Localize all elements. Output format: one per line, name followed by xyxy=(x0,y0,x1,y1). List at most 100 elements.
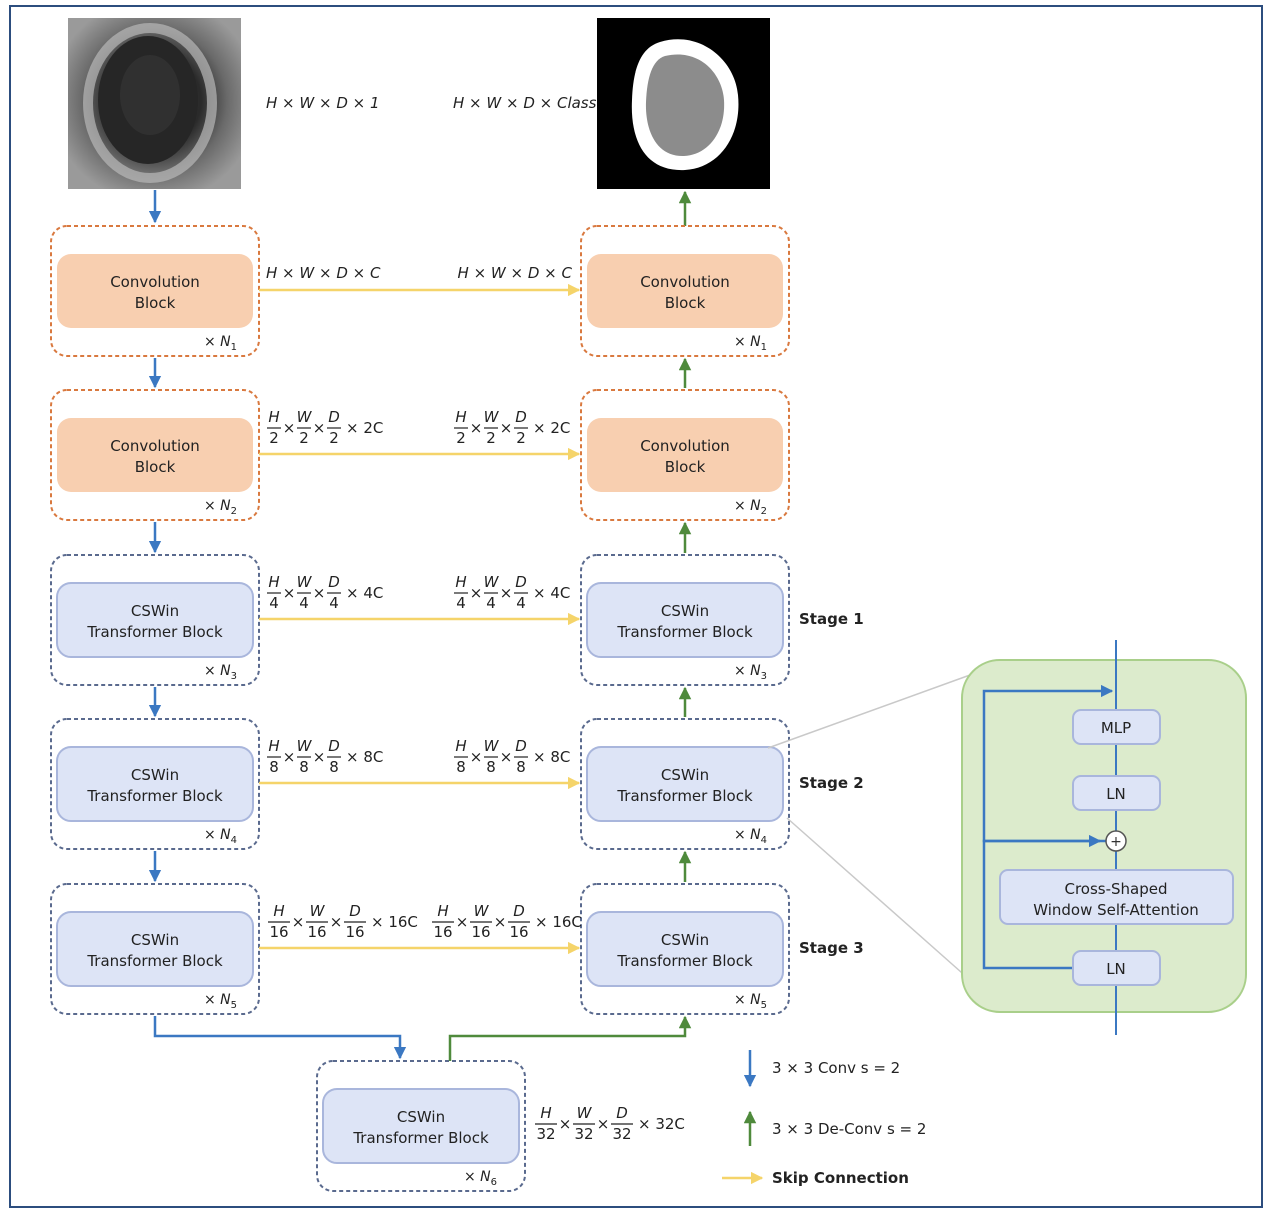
skip-dim-right-4: H8×W8×D8× 8C xyxy=(454,737,570,776)
encoder-repeat-5: × N5 xyxy=(204,992,237,1011)
decoder-inner-box-1 xyxy=(587,254,783,328)
decoder-inner-box-5 xyxy=(586,911,784,987)
mlp-label: MLP xyxy=(1101,719,1131,737)
decoder-title-line2-4: Transformer Block xyxy=(616,787,753,805)
stage-label-5: Stage 3 xyxy=(799,939,864,957)
skip-dim-right-2-num-1: W xyxy=(484,408,500,426)
encoder-inner-box-4 xyxy=(56,746,254,822)
skip-dim-left-4-den-1: 8 xyxy=(299,758,309,776)
skip-dim-left-2-num-2: D xyxy=(328,408,340,426)
bottleneck-dim-den-1: 32 xyxy=(574,1125,593,1143)
skip-dim-right-4-times-1: × xyxy=(500,748,513,766)
skip-dim-right-5-num-2: D xyxy=(513,902,525,920)
skip-dim-right-3-times-0: × xyxy=(470,584,483,602)
ln-bottom-label: LN xyxy=(1106,960,1126,978)
skip-dim-left-5-num-2: D xyxy=(349,902,361,920)
mlp-box xyxy=(1072,709,1161,745)
skip-dim-right-4-num-2: D xyxy=(515,737,527,755)
decoder-title-line1-5: CSWin xyxy=(661,931,709,949)
bottleneck-inner-box xyxy=(322,1088,520,1164)
skip-dim-right-3-num-2: D xyxy=(515,573,527,591)
attention-box xyxy=(999,869,1234,925)
skip-dim-right-2: H2×W2×D2× 2C xyxy=(454,408,570,447)
skip-dim-left-4-num-2: D xyxy=(328,737,340,755)
ln-top-box xyxy=(1072,775,1161,811)
skip-dim-left-4-times-1: × xyxy=(313,748,326,766)
bottleneck-title-line1: CSWin xyxy=(397,1108,445,1126)
bottleneck-title-line2: Transformer Block xyxy=(352,1129,489,1147)
skip-dim-right-3-times-1: × xyxy=(500,584,513,602)
bottleneck-to-decoder-arrow xyxy=(448,1015,692,1061)
skip-dim-left-4-den-0: 8 xyxy=(269,758,279,776)
decoder-inner-box-4 xyxy=(586,746,784,822)
skip-dim-left-5-num-1: W xyxy=(310,902,326,920)
decoder-repeat-2: × N2 xyxy=(734,498,767,517)
skip-dim-left-3-num-2: D xyxy=(328,573,340,591)
skip-dim-right-2-den-0: 2 xyxy=(456,429,466,447)
ln-top-label: LN xyxy=(1106,785,1126,803)
zoom-line-top xyxy=(767,674,971,749)
decoder-title-line1-1: Convolution xyxy=(640,273,730,291)
skip-dim-left-5-den-1: 16 xyxy=(307,923,326,941)
skip-dim-left-1: H × W × D × C xyxy=(266,264,381,282)
output-mask xyxy=(597,18,770,189)
skip-dim-right-5-times-1: × xyxy=(494,913,507,931)
skip-dim-left-2: H2×W2×D2× 2C xyxy=(267,408,383,447)
encoder-title-line2-2: Block xyxy=(135,458,176,476)
skip-dim-left-5-den-2: 16 xyxy=(345,923,364,941)
decoder-title-line1-2: Convolution xyxy=(640,437,730,455)
skip-dim-left-4-times-0: × xyxy=(283,748,296,766)
encoder-repeat-2: × N2 xyxy=(204,498,237,517)
encoder-title-line1-3: CSWin xyxy=(131,602,179,620)
skip-dim-left-4-den-2: 8 xyxy=(329,758,339,776)
bottleneck-dim-num-2: D xyxy=(616,1104,628,1122)
bottleneck-dim-den-0: 32 xyxy=(536,1125,555,1143)
skip-dim-right-3-tail: × 4C xyxy=(533,584,570,602)
skip-dim-right-5-num-0: H xyxy=(437,902,448,920)
skip-dim-left-5-times-1: × xyxy=(330,913,343,931)
skip-dim-left-3-times-0: × xyxy=(283,584,296,602)
encoder-title-line1-2: Convolution xyxy=(110,437,200,455)
zoom-line-bottom xyxy=(786,817,971,981)
add-node xyxy=(1105,830,1127,852)
skip-dim-left-2-den-1: 2 xyxy=(299,429,309,447)
input-image xyxy=(68,18,241,189)
skip-dim-right-5-times-0: × xyxy=(456,913,469,931)
skip-dim-right-5-tail: × 16C xyxy=(535,913,582,931)
encoder-repeat-4: × N4 xyxy=(204,827,237,846)
skip-dim-left-4-num-0: H xyxy=(268,737,279,755)
skip-dim-left-2-num-0: H xyxy=(268,408,279,426)
attention-label-line2: Window Self-Attention xyxy=(1033,901,1199,919)
skip-dim-right-4-num-0: H xyxy=(455,737,466,755)
bottleneck-dim-num-1: W xyxy=(577,1104,593,1122)
skip-dim-left-4-num-1: W xyxy=(297,737,313,755)
skip-dim-right-4-times-0: × xyxy=(470,748,483,766)
skip-dim-left-3-times-1: × xyxy=(313,584,326,602)
encoder-title-line2-3: Transformer Block xyxy=(86,623,223,641)
skip-dim-left-4-tail: × 8C xyxy=(346,748,383,766)
figure-frame xyxy=(9,5,1263,1208)
decoder-repeat-3: × N3 xyxy=(734,663,767,682)
ln-bottom-box xyxy=(1072,950,1161,986)
skip-dim-right-2-den-1: 2 xyxy=(486,429,496,447)
skip-dim-left-2-times-0: × xyxy=(283,419,296,437)
skip-dim-left-2-num-1: W xyxy=(297,408,313,426)
skip-dim-left-2-den-0: 2 xyxy=(269,429,279,447)
skip-dim-right-5-num-1: W xyxy=(474,902,490,920)
skip-dim-right-4-den-1: 8 xyxy=(486,758,496,776)
skip-dim-right-2-num-2: D xyxy=(515,408,527,426)
encoder-inner-box-2 xyxy=(57,418,253,492)
decoder-inner-box-2 xyxy=(587,418,783,492)
decoder-title-line1-4: CSWin xyxy=(661,766,709,784)
add-node-symbol: + xyxy=(1110,834,1122,850)
encoder-title-line1-1: Convolution xyxy=(110,273,200,291)
bottleneck-dim-times-0: × xyxy=(559,1115,572,1133)
